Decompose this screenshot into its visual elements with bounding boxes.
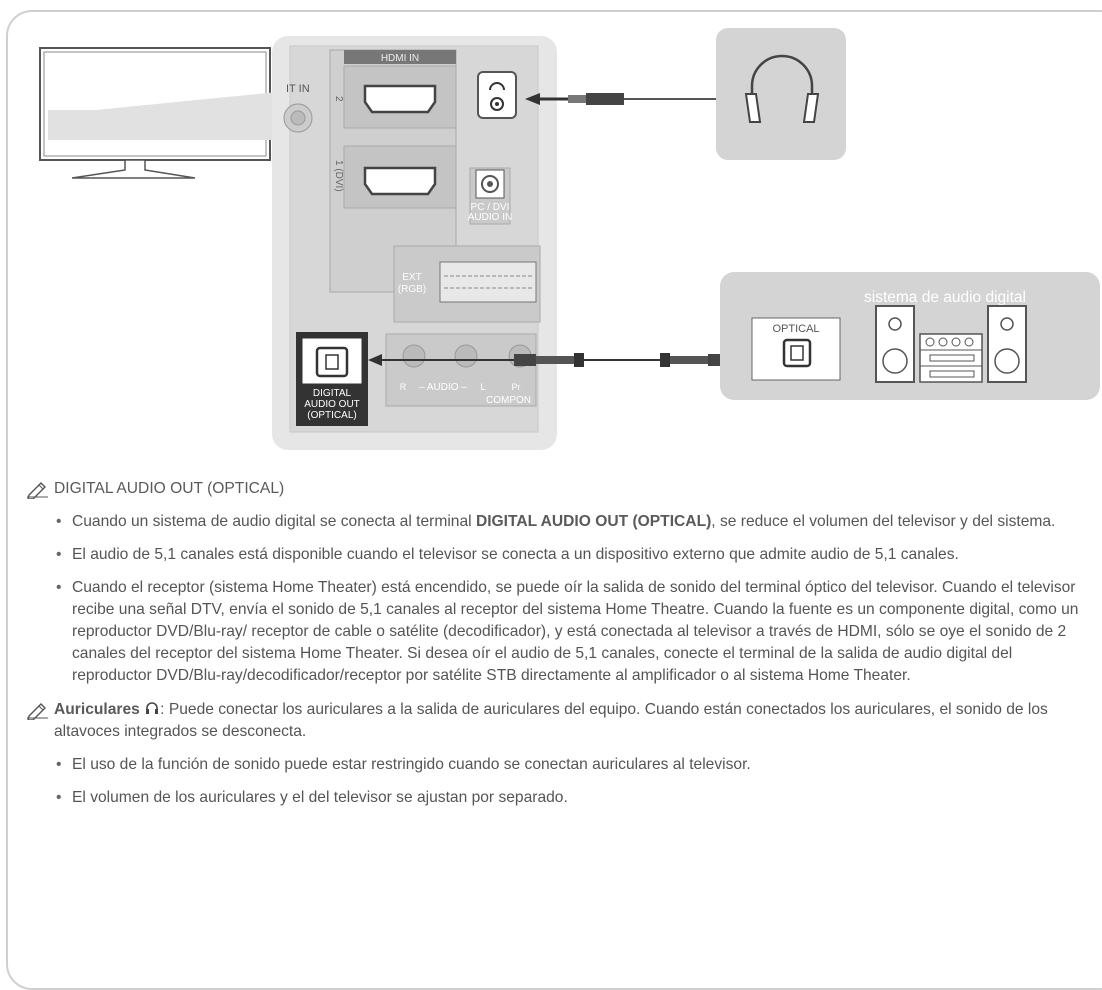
section1-bullet: El audio de 5,1 canales está disponible …	[56, 544, 1096, 566]
ext-label: EXT	[402, 272, 421, 283]
note-pencil-icon	[27, 482, 48, 499]
digital-out-label-1: DIGITAL	[313, 388, 352, 399]
connection-diagram: IT IN HDMI IN 2 1 (DVI) PC / DVI	[39, 28, 1100, 450]
section2-bullet: El volumen de los auriculares y el del t…	[56, 787, 1096, 809]
bullet-text: , se reduce el volumen del televisor y d…	[711, 513, 1056, 530]
bullet-text: Cuando el receptor (sistema Home Theater…	[72, 579, 1079, 684]
audio-system-title: sistema de audio digital	[864, 289, 1026, 306]
section2-title: Auriculares	[54, 701, 140, 718]
bullet-term: DIGITAL AUDIO OUT (OPTICAL)	[475, 513, 712, 530]
digital-audio-system: sistema de audio digital OPTICAL	[720, 272, 1100, 400]
section1-bullet-list: Cuando un sistema de audio digital se co…	[26, 511, 1096, 687]
section2-bullet-list: El uso de la función de sonido puede est…	[26, 754, 1096, 809]
optical-input-port: OPTICAL	[751, 317, 841, 381]
hdmi-1-label: 1 (DVI)	[333, 160, 344, 192]
digital-audio-out-port: DIGITAL AUDIO OUT (OPTICAL)	[296, 332, 368, 426]
pc-dvi-label-2: AUDIO IN	[468, 212, 512, 223]
audio-mid-label: – AUDIO –	[419, 382, 467, 393]
hdmi-port-2	[363, 84, 437, 114]
note-headphones: Auriculares : Puede conectar los auricul…	[26, 699, 1096, 743]
audio-component-ports: R – AUDIO – L Pr COMPON	[385, 333, 537, 407]
notes-section: DIGITAL AUDIO OUT (OPTICAL) Cuando un si…	[26, 478, 1096, 809]
audio-l-label: L	[480, 382, 485, 392]
digital-out-label-2: AUDIO OUT	[304, 399, 360, 410]
ant-in-label: IT IN	[286, 83, 310, 95]
headphone-cable	[525, 93, 720, 105]
section1-title: DIGITAL AUDIO OUT (OPTICAL)	[54, 480, 285, 497]
tv-illustration	[39, 47, 278, 179]
speaker-left	[875, 305, 915, 383]
optical-label: OPTICAL	[772, 323, 819, 335]
bullet-text: Cuando un sistema de audio digital se co…	[72, 513, 476, 530]
headphones-device	[716, 28, 846, 160]
hdmi-in-label: HDMI IN	[381, 53, 419, 64]
section1-bullet: Cuando el receptor (sistema Home Theater…	[56, 577, 1096, 687]
digital-out-label-3: (OPTICAL)	[307, 410, 356, 421]
component-label: COMPON	[486, 395, 531, 406]
tv-back-panel: IT IN HDMI IN 2 1 (DVI) PC / DVI	[272, 36, 557, 450]
headphones-icon	[146, 702, 159, 714]
pc-dvi-audio-in-port: PC / DVI AUDIO IN	[468, 167, 512, 225]
note-pencil-icon	[27, 703, 48, 720]
audio-r-label: R	[400, 382, 407, 392]
bullet-text: El audio de 5,1 canales está disponible …	[72, 546, 959, 563]
ext-rgb-port: EXT (RGB)	[393, 245, 541, 323]
pr-label: Pr	[512, 382, 521, 392]
speaker-right	[987, 305, 1027, 383]
note-digital-audio-out: DIGITAL AUDIO OUT (OPTICAL)	[26, 478, 1096, 500]
section1-bullet: Cuando un sistema de audio digital se co…	[56, 511, 1096, 533]
receiver-unit	[919, 333, 983, 383]
hdmi-port-1	[363, 166, 437, 196]
headphone-jack	[477, 71, 517, 119]
section2-text: : Puede conectar los auriculares a la sa…	[54, 701, 1048, 740]
section2-bullet: El uso de la función de sonido puede est…	[56, 754, 1096, 776]
hdmi-2-label: 2	[333, 96, 344, 102]
rgb-label: (RGB)	[398, 284, 426, 295]
pc-dvi-label-1: PC / DVI	[471, 202, 510, 213]
